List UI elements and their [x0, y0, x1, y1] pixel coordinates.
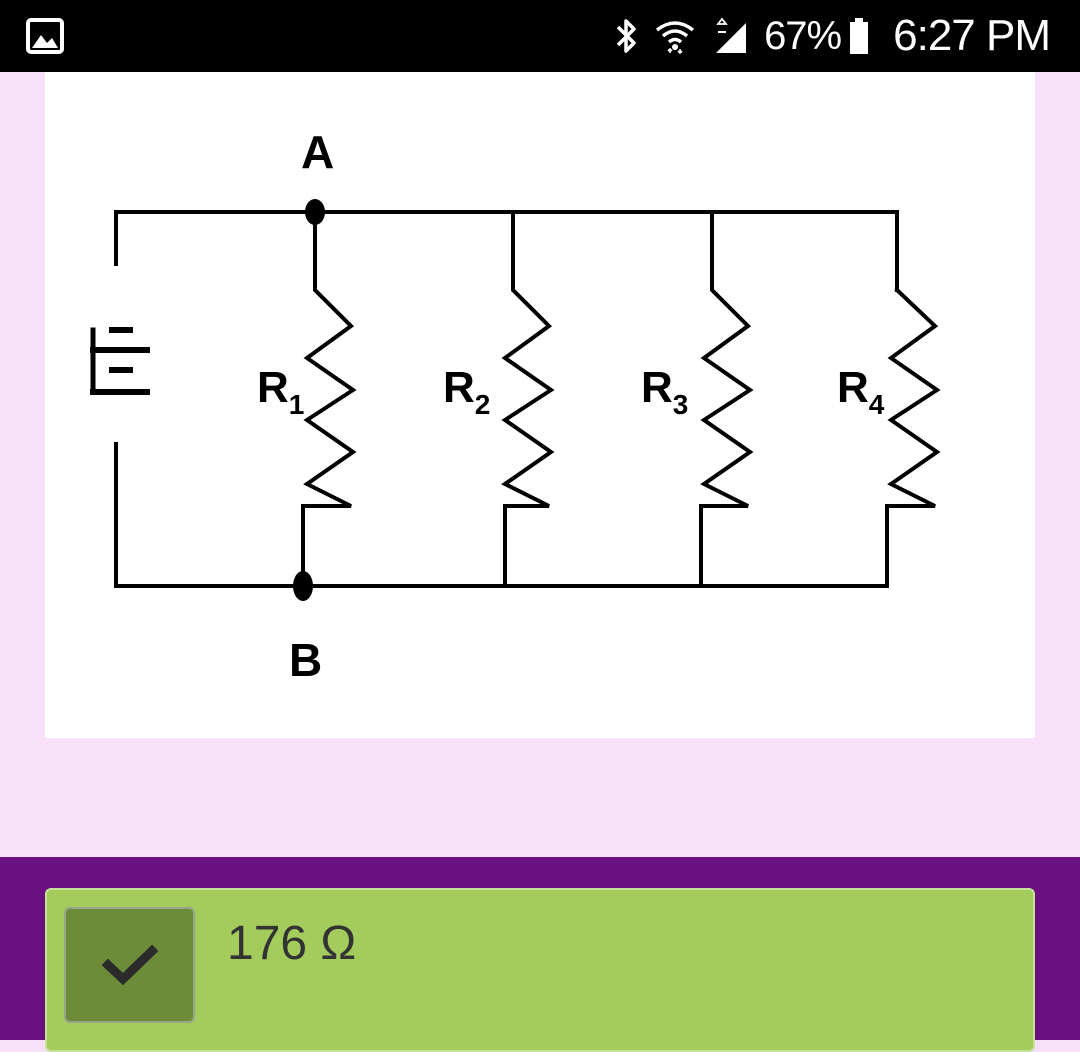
node-a-dot	[305, 199, 325, 225]
answer-option-correct[interactable]: 176 Ω	[45, 888, 1035, 1052]
node-a-label: A	[301, 126, 334, 178]
wifi-icon	[655, 21, 695, 55]
gallery-notification-icon	[26, 18, 64, 54]
circuit-diagram: A B R1 R2 R3 R4	[90, 126, 941, 686]
node-b-dot	[293, 571, 313, 601]
resistor-label-r3: R3	[641, 363, 688, 420]
cellular-signal-icon	[716, 17, 747, 53]
resistor-label-r4: R4	[837, 363, 885, 420]
battery-percent: 67%	[764, 13, 842, 58]
resistor-r4-symbol	[885, 287, 941, 508]
status-bar: 67% 6:27 PM	[0, 0, 1080, 72]
answer-text: 176 Ω	[227, 917, 357, 970]
bluetooth-icon	[616, 19, 636, 53]
answer-check-box	[64, 907, 195, 1023]
battery-symbol	[90, 327, 150, 395]
clock-time: 6:27 PM	[893, 11, 1051, 60]
checkmark-icon	[101, 944, 158, 986]
node-b-label: B	[289, 634, 322, 686]
battery-icon	[850, 18, 869, 54]
question-image: A B R1 R2 R3 R4	[45, 72, 1035, 738]
resistor-r1-symbol	[301, 210, 357, 588]
bottom-wire	[114, 442, 889, 588]
resistor-r3-symbol	[699, 210, 754, 588]
resistor-r2-symbol	[501, 210, 555, 588]
top-wire	[114, 210, 899, 292]
resistor-label-r1: R1	[257, 363, 304, 420]
resistor-label-r2: R2	[443, 363, 490, 420]
